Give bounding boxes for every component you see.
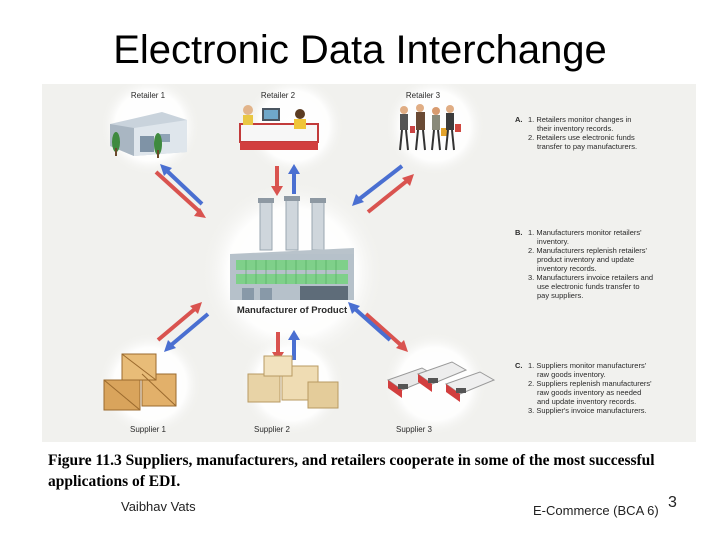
footer-course: E-Commerce (BCA 6) [533, 503, 659, 518]
arrow-r3-out [358, 166, 402, 200]
slide-title: Electronic Data Interchange [0, 26, 720, 74]
edi-figure: Retailer 1 Retailer 2 Retailer 3 [42, 84, 696, 442]
arrow-r3-in [368, 180, 408, 212]
step-c: C. 1. Suppliers monitor manufacturers' r… [515, 361, 652, 415]
step-b-line: 1. Manufacturers monitor retailers' [528, 228, 642, 237]
edi-diagram: Retailer 1 Retailer 2 Retailer 3 [42, 84, 696, 442]
step-c-line: 3. Supplier's invoice manufacturers. [528, 406, 647, 415]
retailer-3-label: Retailer 3 [406, 91, 441, 100]
step-a-line: 1. Retailers monitor changes in [528, 115, 631, 124]
step-c-line: 1. Suppliers monitor manufacturers' [528, 361, 647, 370]
supplier-2-label: Supplier 2 [254, 425, 291, 434]
supplier-3-label: Supplier 3 [396, 425, 433, 434]
step-b-line: pay suppliers. [537, 291, 583, 300]
arrow-s3-in [366, 314, 402, 346]
step-c-line: and update inventory records. [537, 397, 636, 406]
step-a-line: their inventory records. [537, 124, 613, 133]
step-a-line: transfer to pay manufacturers. [537, 142, 637, 151]
manufacturer-label: Manufacturer of Product [237, 305, 348, 316]
retailer-1-label: Retailer 1 [131, 91, 166, 100]
retailer-2-label: Retailer 2 [261, 91, 296, 100]
arrow-s1-out [170, 314, 208, 346]
arrow-s1-in [158, 308, 196, 340]
supplier-1-label: Supplier 1 [130, 425, 167, 434]
step-c-line: 2. Suppliers replenish manufacturers' [528, 379, 652, 388]
step-c-letter: C. [515, 361, 523, 370]
arrow-r1-in [156, 172, 200, 212]
step-b-line: 2. Manufacturers replenish retailers' [528, 246, 648, 255]
step-a: A. 1. Retailers monitor changes in their… [515, 115, 637, 151]
step-b-line: use electronic funds transfer to [537, 282, 640, 291]
step-b: B. 1. Manufacturers monitor retailers' i… [515, 228, 653, 300]
step-a-line: 2. Retailers use electronic funds [528, 133, 635, 142]
footer-author: Vaibhav Vats [121, 499, 196, 514]
step-b-line: inventory records. [537, 264, 597, 273]
step-b-letter: B. [515, 228, 523, 237]
step-c-line: raw goods inventory as needed [537, 388, 641, 397]
step-c-line: raw goods inventory. [537, 370, 606, 379]
page-number: 3 [668, 494, 677, 512]
step-b-line: inventory. [537, 237, 569, 246]
step-b-line: 3. Manufacturers invoice retailers and [528, 273, 653, 282]
step-b-line: product inventory and update [537, 255, 634, 264]
figure-caption: Figure 11.3 Suppliers, manufacturers, an… [48, 450, 698, 492]
step-a-letter: A. [515, 115, 523, 124]
